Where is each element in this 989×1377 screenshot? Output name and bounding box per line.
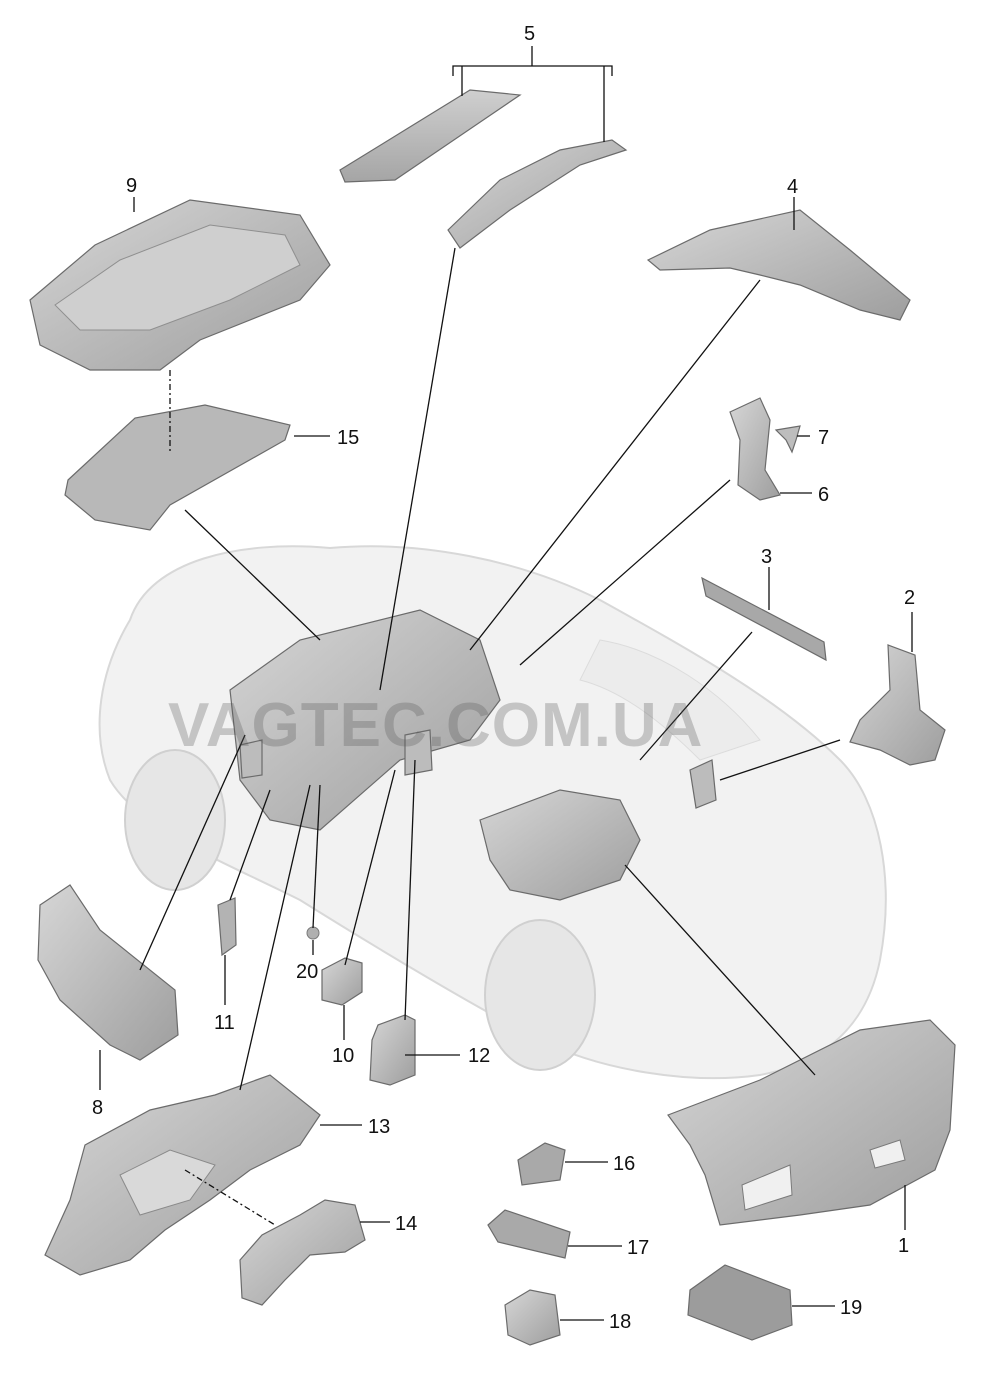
callout-2: 2 — [904, 587, 915, 609]
callout-17: 17 — [627, 1237, 649, 1259]
leader-lines — [99, 46, 913, 1321]
part-12-piece — [369, 1014, 416, 1086]
callout-13: 13 — [368, 1116, 390, 1138]
part-19-pad — [687, 1264, 793, 1341]
part-16-block — [517, 1142, 566, 1186]
callout-10: 10 — [332, 1045, 354, 1067]
callout-7: 7 — [818, 427, 829, 449]
callout-8: 8 — [92, 1097, 103, 1119]
part-2-panel — [849, 644, 946, 766]
callout-labels: 5 9 15 4 7 6 3 2 8 11 20 10 12 13 14 16 … — [92, 23, 915, 1333]
callout-18: 18 — [609, 1311, 631, 1333]
center-assembly — [229, 609, 717, 901]
part-8-tray — [37, 884, 179, 1061]
part-4-panel — [646, 209, 911, 321]
callout-16: 16 — [613, 1153, 635, 1175]
callout-6: 6 — [818, 484, 829, 506]
part-9-panel — [29, 199, 331, 371]
part-15-mat — [64, 404, 291, 531]
part-1-panel — [667, 1019, 956, 1226]
callout-9: 9 — [126, 175, 137, 197]
callout-12: 12 — [468, 1045, 490, 1067]
callout-11: 11 — [214, 1012, 235, 1034]
callout-4: 4 — [787, 176, 798, 198]
part-6-bracket — [729, 397, 781, 501]
part-5-rails — [339, 89, 628, 249]
callout-1: 1 — [898, 1235, 909, 1257]
part-20-plug — [306, 926, 320, 940]
callout-19: 19 — [840, 1297, 862, 1319]
part-14-duct — [239, 1199, 366, 1306]
part-11-piece — [217, 897, 237, 957]
part-18-piece — [504, 1289, 561, 1346]
callout-5: 5 — [524, 23, 535, 45]
callout-3: 3 — [761, 546, 772, 568]
part-10-piece — [321, 957, 363, 1006]
callout-15: 15 — [337, 427, 359, 449]
part-3-strip — [701, 576, 827, 662]
callout-20: 20 — [296, 961, 318, 983]
part-17-strip — [487, 1209, 571, 1259]
callout-14: 14 — [395, 1213, 417, 1235]
part-7-clip — [774, 425, 801, 454]
watermark-text: VAGTEC.COM.UA — [168, 691, 703, 760]
part-13-panel — [44, 1074, 321, 1276]
